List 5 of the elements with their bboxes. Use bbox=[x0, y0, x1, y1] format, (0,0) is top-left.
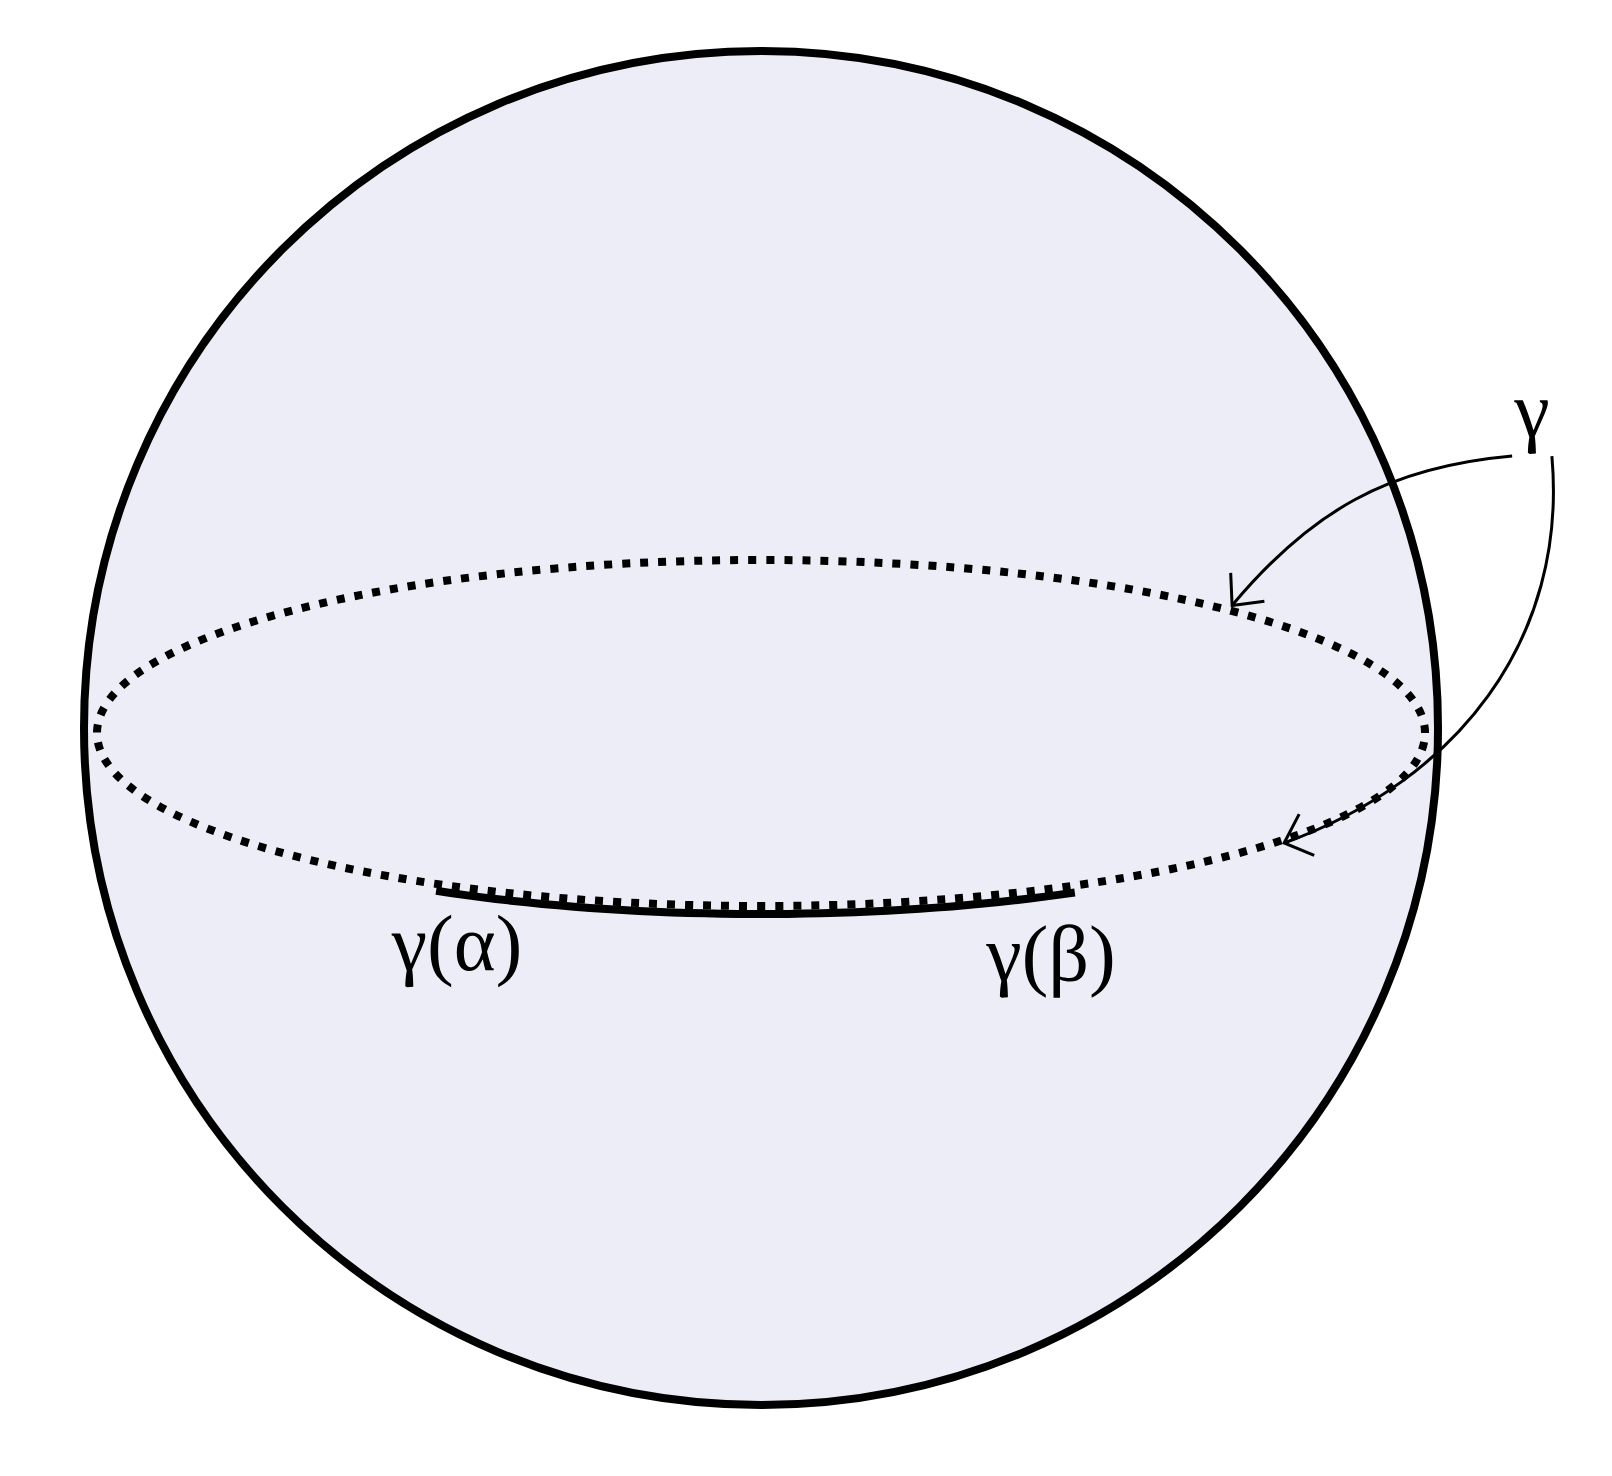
sphere bbox=[80, 47, 1442, 1409]
arrow bbox=[1229, 454, 1513, 608]
arrow bbox=[1282, 456, 1555, 857]
symbol-label: γ bbox=[1514, 400, 1548, 454]
equator-ellipse bbox=[93, 556, 1429, 910]
